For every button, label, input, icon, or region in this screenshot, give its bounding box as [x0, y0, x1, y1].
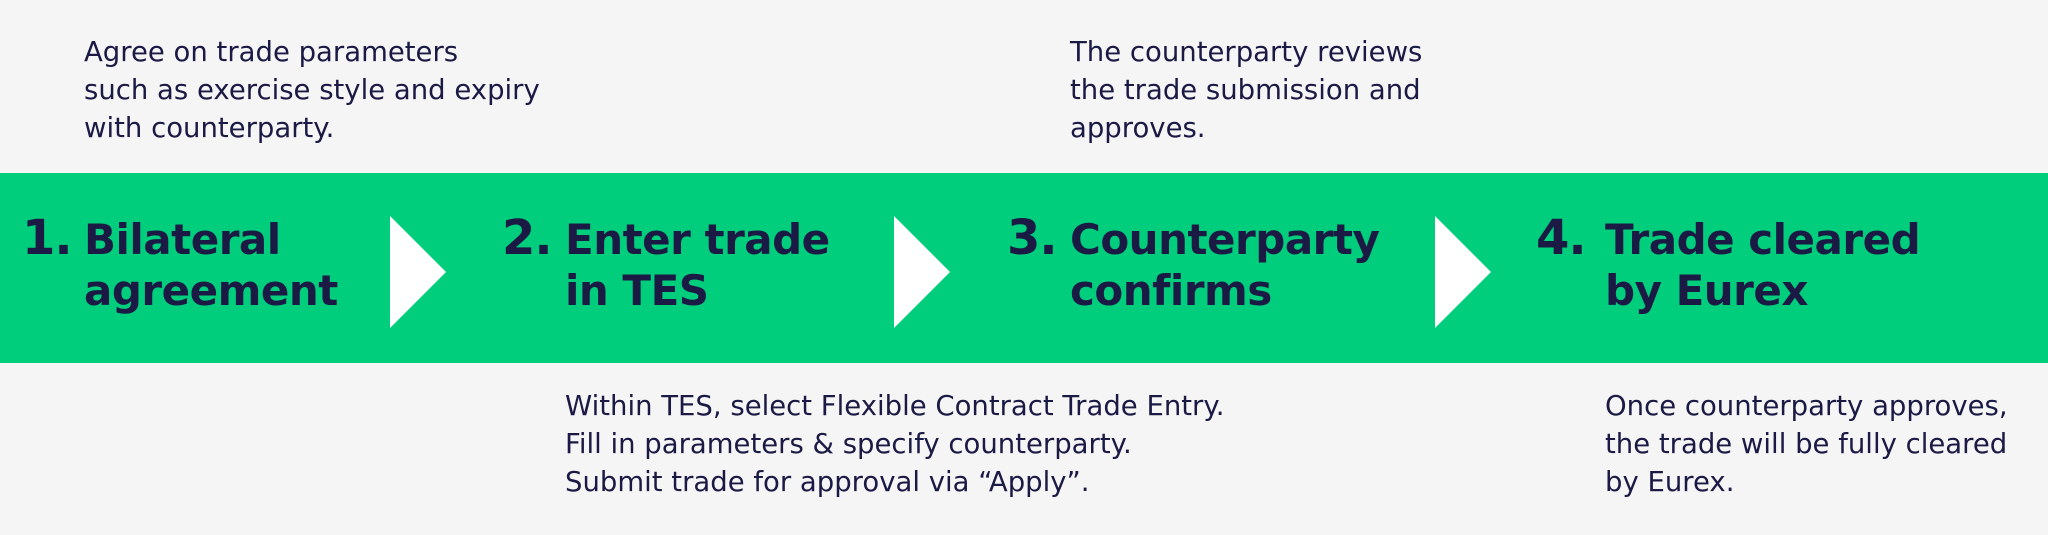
step-2-description: Within TES, select Flexible Contract Tra…: [565, 390, 1225, 498]
step-3-title: Counterparty confirms: [1070, 215, 1380, 315]
step-3-number: 3.: [1007, 210, 1058, 266]
step-2-title: Enter trade in TES: [565, 215, 830, 315]
step-4-title: Trade cleared by Eurex: [1605, 215, 1921, 315]
arrow-right-icon: [894, 216, 952, 328]
step-1-number: 1.: [22, 210, 73, 266]
step-4-number: 4.: [1536, 210, 1587, 266]
step-3-description: The counterparty reviews the trade submi…: [1070, 36, 1423, 144]
arrow-right-icon: [390, 216, 448, 328]
step-1-title: Bilateral agreement: [84, 215, 338, 315]
arrow-right-icon: [1435, 216, 1493, 328]
process-band: [0, 173, 2048, 363]
step-4-description: Once counterparty approves, the trade wi…: [1605, 390, 2008, 498]
step-2-number: 2.: [502, 210, 553, 266]
step-1-description: Agree on trade parameters such as exerci…: [84, 36, 540, 144]
